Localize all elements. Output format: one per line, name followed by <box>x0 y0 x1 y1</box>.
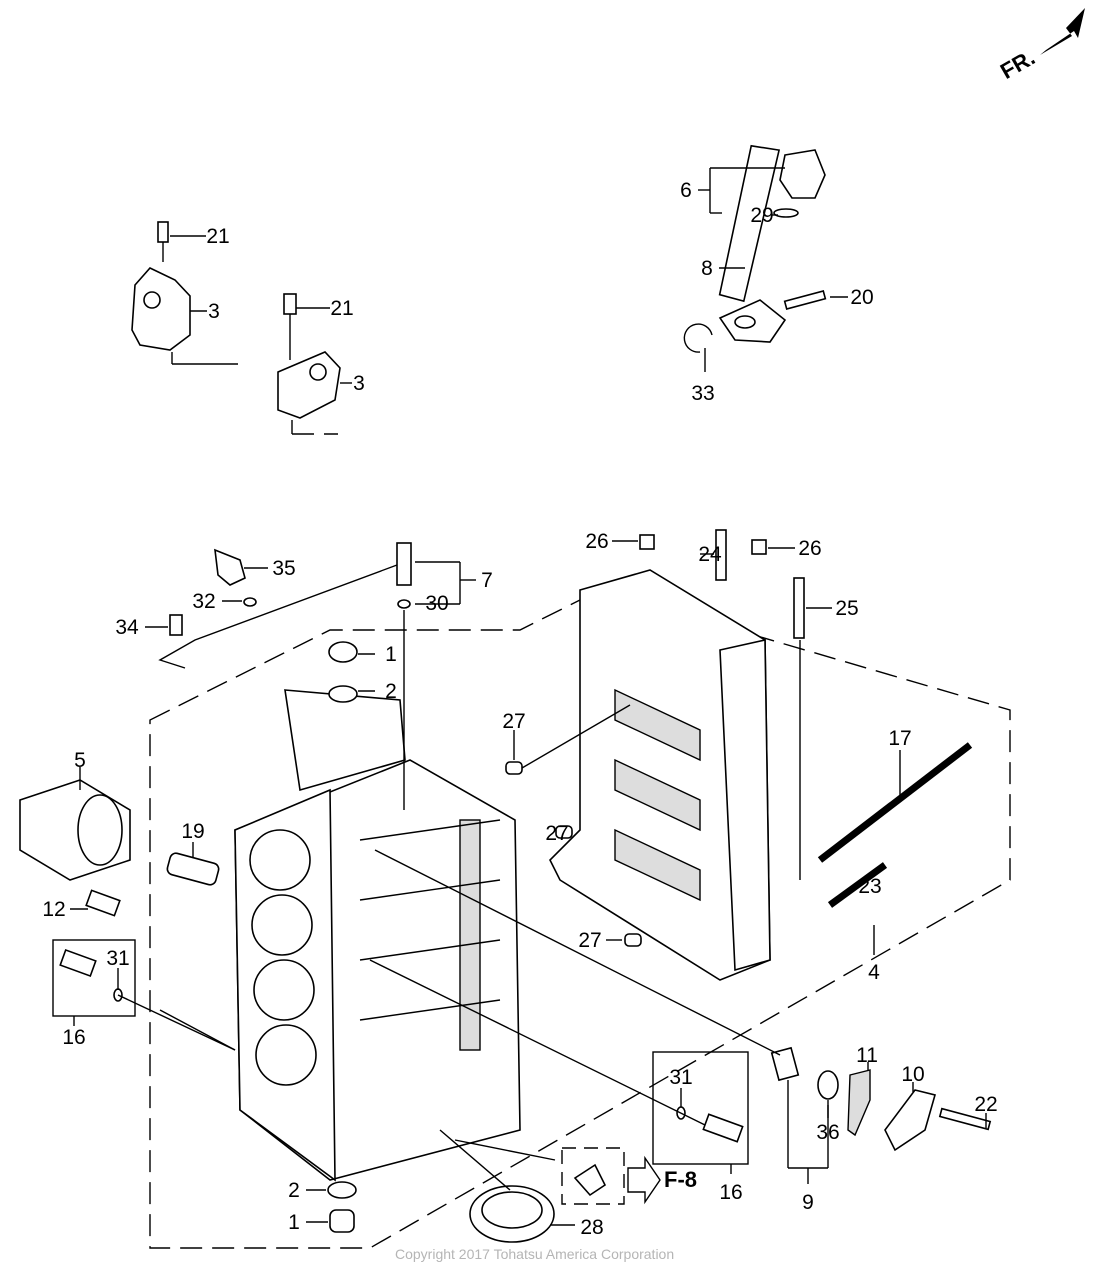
callout-26: 26 <box>798 537 821 560</box>
hollow-arrow-right-icon <box>627 1155 661 1205</box>
callout-27: 27 <box>578 929 601 952</box>
callout-19: 19 <box>181 820 204 843</box>
callout-12: 12 <box>42 898 65 921</box>
arrow-up-right-icon <box>1040 8 1085 55</box>
fr-label: FR. <box>996 45 1039 84</box>
crankcase <box>549 569 771 981</box>
callout-1: 1 <box>385 643 397 666</box>
callout-5: 5 <box>74 749 86 772</box>
callout-22: 22 <box>974 1093 997 1116</box>
callout-20: 20 <box>850 286 873 309</box>
callout-3: 3 <box>353 372 365 395</box>
callout-35: 35 <box>272 557 295 580</box>
bracket-assembly-left <box>131 221 352 435</box>
dipstick-assembly <box>145 542 476 810</box>
callout-31: 31 <box>106 947 129 970</box>
callout-25: 25 <box>835 597 858 620</box>
callout-16: 16 <box>62 1026 85 1049</box>
assembly-boundary <box>149 589 1011 1249</box>
callout-6: 6 <box>680 179 692 202</box>
callout-27: 27 <box>502 710 525 733</box>
callout-4: 4 <box>868 961 880 984</box>
callout-21: 21 <box>330 297 353 320</box>
front-direction-marker: FR. <box>996 8 1085 84</box>
callout-29: 29 <box>750 204 773 227</box>
callout-24: 24 <box>698 543 722 566</box>
copyright-watermark: Copyright 2017 Tohatsu America Corporati… <box>395 1246 675 1262</box>
callout-17: 17 <box>888 727 911 750</box>
callout-36: 36 <box>816 1121 839 1144</box>
callout-26: 26 <box>585 530 608 553</box>
reference-arrow: F-8 <box>627 1155 697 1205</box>
callout-33: 33 <box>691 382 714 405</box>
callout-1: 1 <box>288 1211 300 1234</box>
callout-7: 7 <box>481 569 493 592</box>
cylinder-block <box>234 689 521 1182</box>
callout-8: 8 <box>701 257 713 280</box>
callout-34: 34 <box>115 616 139 639</box>
callout-28: 28 <box>580 1216 603 1239</box>
callout-16: 16 <box>719 1181 742 1204</box>
callout-23: 23 <box>858 875 881 898</box>
callout-2: 2 <box>288 1179 300 1202</box>
callout-30: 30 <box>425 592 448 615</box>
reference-label: F-8 <box>664 1167 697 1192</box>
callout-10: 10 <box>901 1063 924 1086</box>
callout-31: 31 <box>669 1066 692 1089</box>
oil-filler-assembly <box>683 144 848 372</box>
callout-21: 21 <box>206 225 229 248</box>
callout-3: 3 <box>208 300 220 323</box>
callout-9: 9 <box>802 1191 814 1214</box>
callout-27: 27 <box>545 822 568 845</box>
callout-2: 2 <box>385 680 397 703</box>
callout-11: 11 <box>856 1044 878 1067</box>
small-parts <box>19 529 992 1243</box>
callout-32: 32 <box>192 590 215 613</box>
